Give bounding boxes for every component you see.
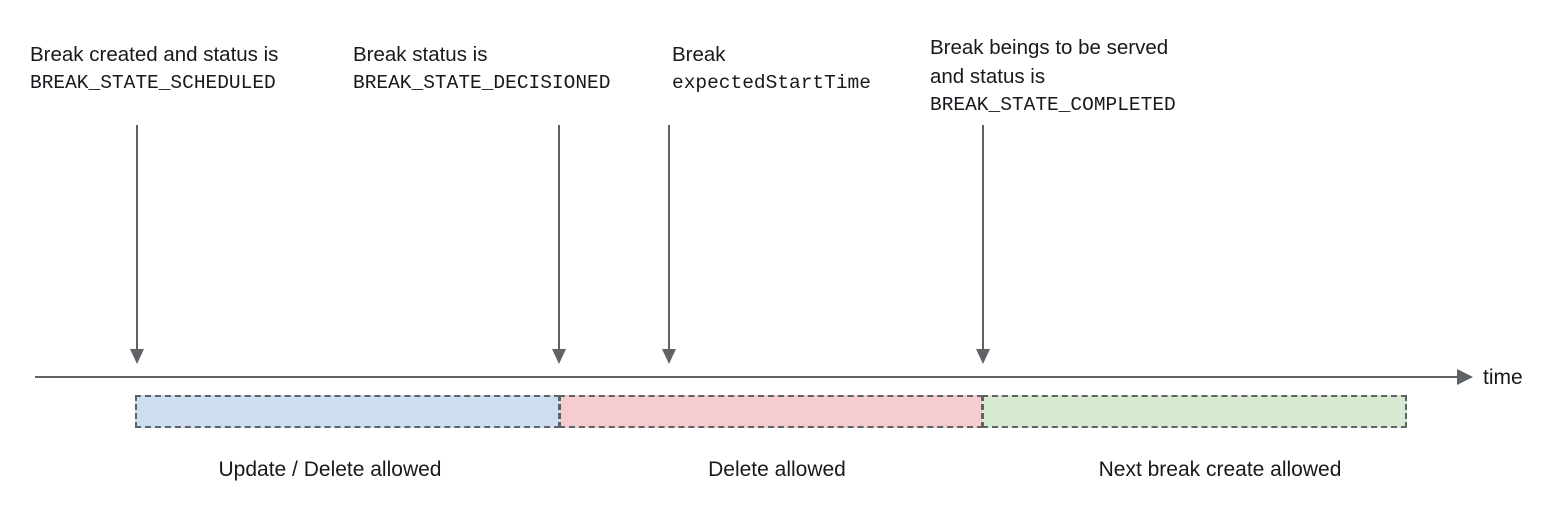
annotation-line: Break <box>672 43 726 66</box>
annotation-line: Break beings to be served <box>930 36 1169 59</box>
annotation-decisioned: Break status is BREAK_STATE_DECISIONED <box>353 40 610 98</box>
arrow-down-icon <box>976 349 990 364</box>
arrow-right-icon <box>1457 369 1473 385</box>
pointer-arrow-scheduled <box>130 125 144 364</box>
pointer-shaft <box>668 125 670 349</box>
phase-caption-next-break-create: Next break create allowed <box>1098 458 1342 481</box>
annotation-expected-start-time: Break expectedStartTime <box>672 40 871 98</box>
phase-caption-delete-only: Delete allowed <box>708 458 846 481</box>
pointer-shaft <box>136 125 138 349</box>
annotation-completed: Break beings to be served and status is BR… <box>930 33 1176 120</box>
time-axis-line <box>35 376 1463 378</box>
pointer-arrow-decisioned <box>552 125 566 364</box>
arrow-down-icon <box>662 349 676 364</box>
pointer-shaft <box>982 125 984 349</box>
annotation-line: Break created and status is <box>30 43 279 66</box>
phase-bar-update-delete <box>135 395 560 428</box>
phase-caption-update-delete: Update / Delete allowed <box>218 458 442 481</box>
annotation-line: BREAK_STATE_DECISIONED <box>353 72 611 94</box>
pointer-arrow-expected-start-time <box>662 125 676 364</box>
annotation-line: Break status is <box>353 43 488 66</box>
phase-bar-delete-only <box>559 395 983 428</box>
phase-bar-next-break-create <box>982 395 1407 428</box>
arrow-down-icon <box>130 349 144 364</box>
annotation-line: expectedStartTime <box>672 72 871 94</box>
time-axis-label: time <box>1483 366 1523 389</box>
annotation-scheduled: Break created and status is BREAK_STATE_S… <box>30 40 278 98</box>
annotation-line: BREAK_STATE_COMPLETED <box>930 94 1176 116</box>
pointer-shaft <box>558 125 560 349</box>
annotation-line: and status is <box>930 65 1046 88</box>
annotation-line: BREAK_STATE_SCHEDULED <box>30 72 276 94</box>
pointer-arrow-completed <box>976 125 990 364</box>
arrow-down-icon <box>552 349 566 364</box>
